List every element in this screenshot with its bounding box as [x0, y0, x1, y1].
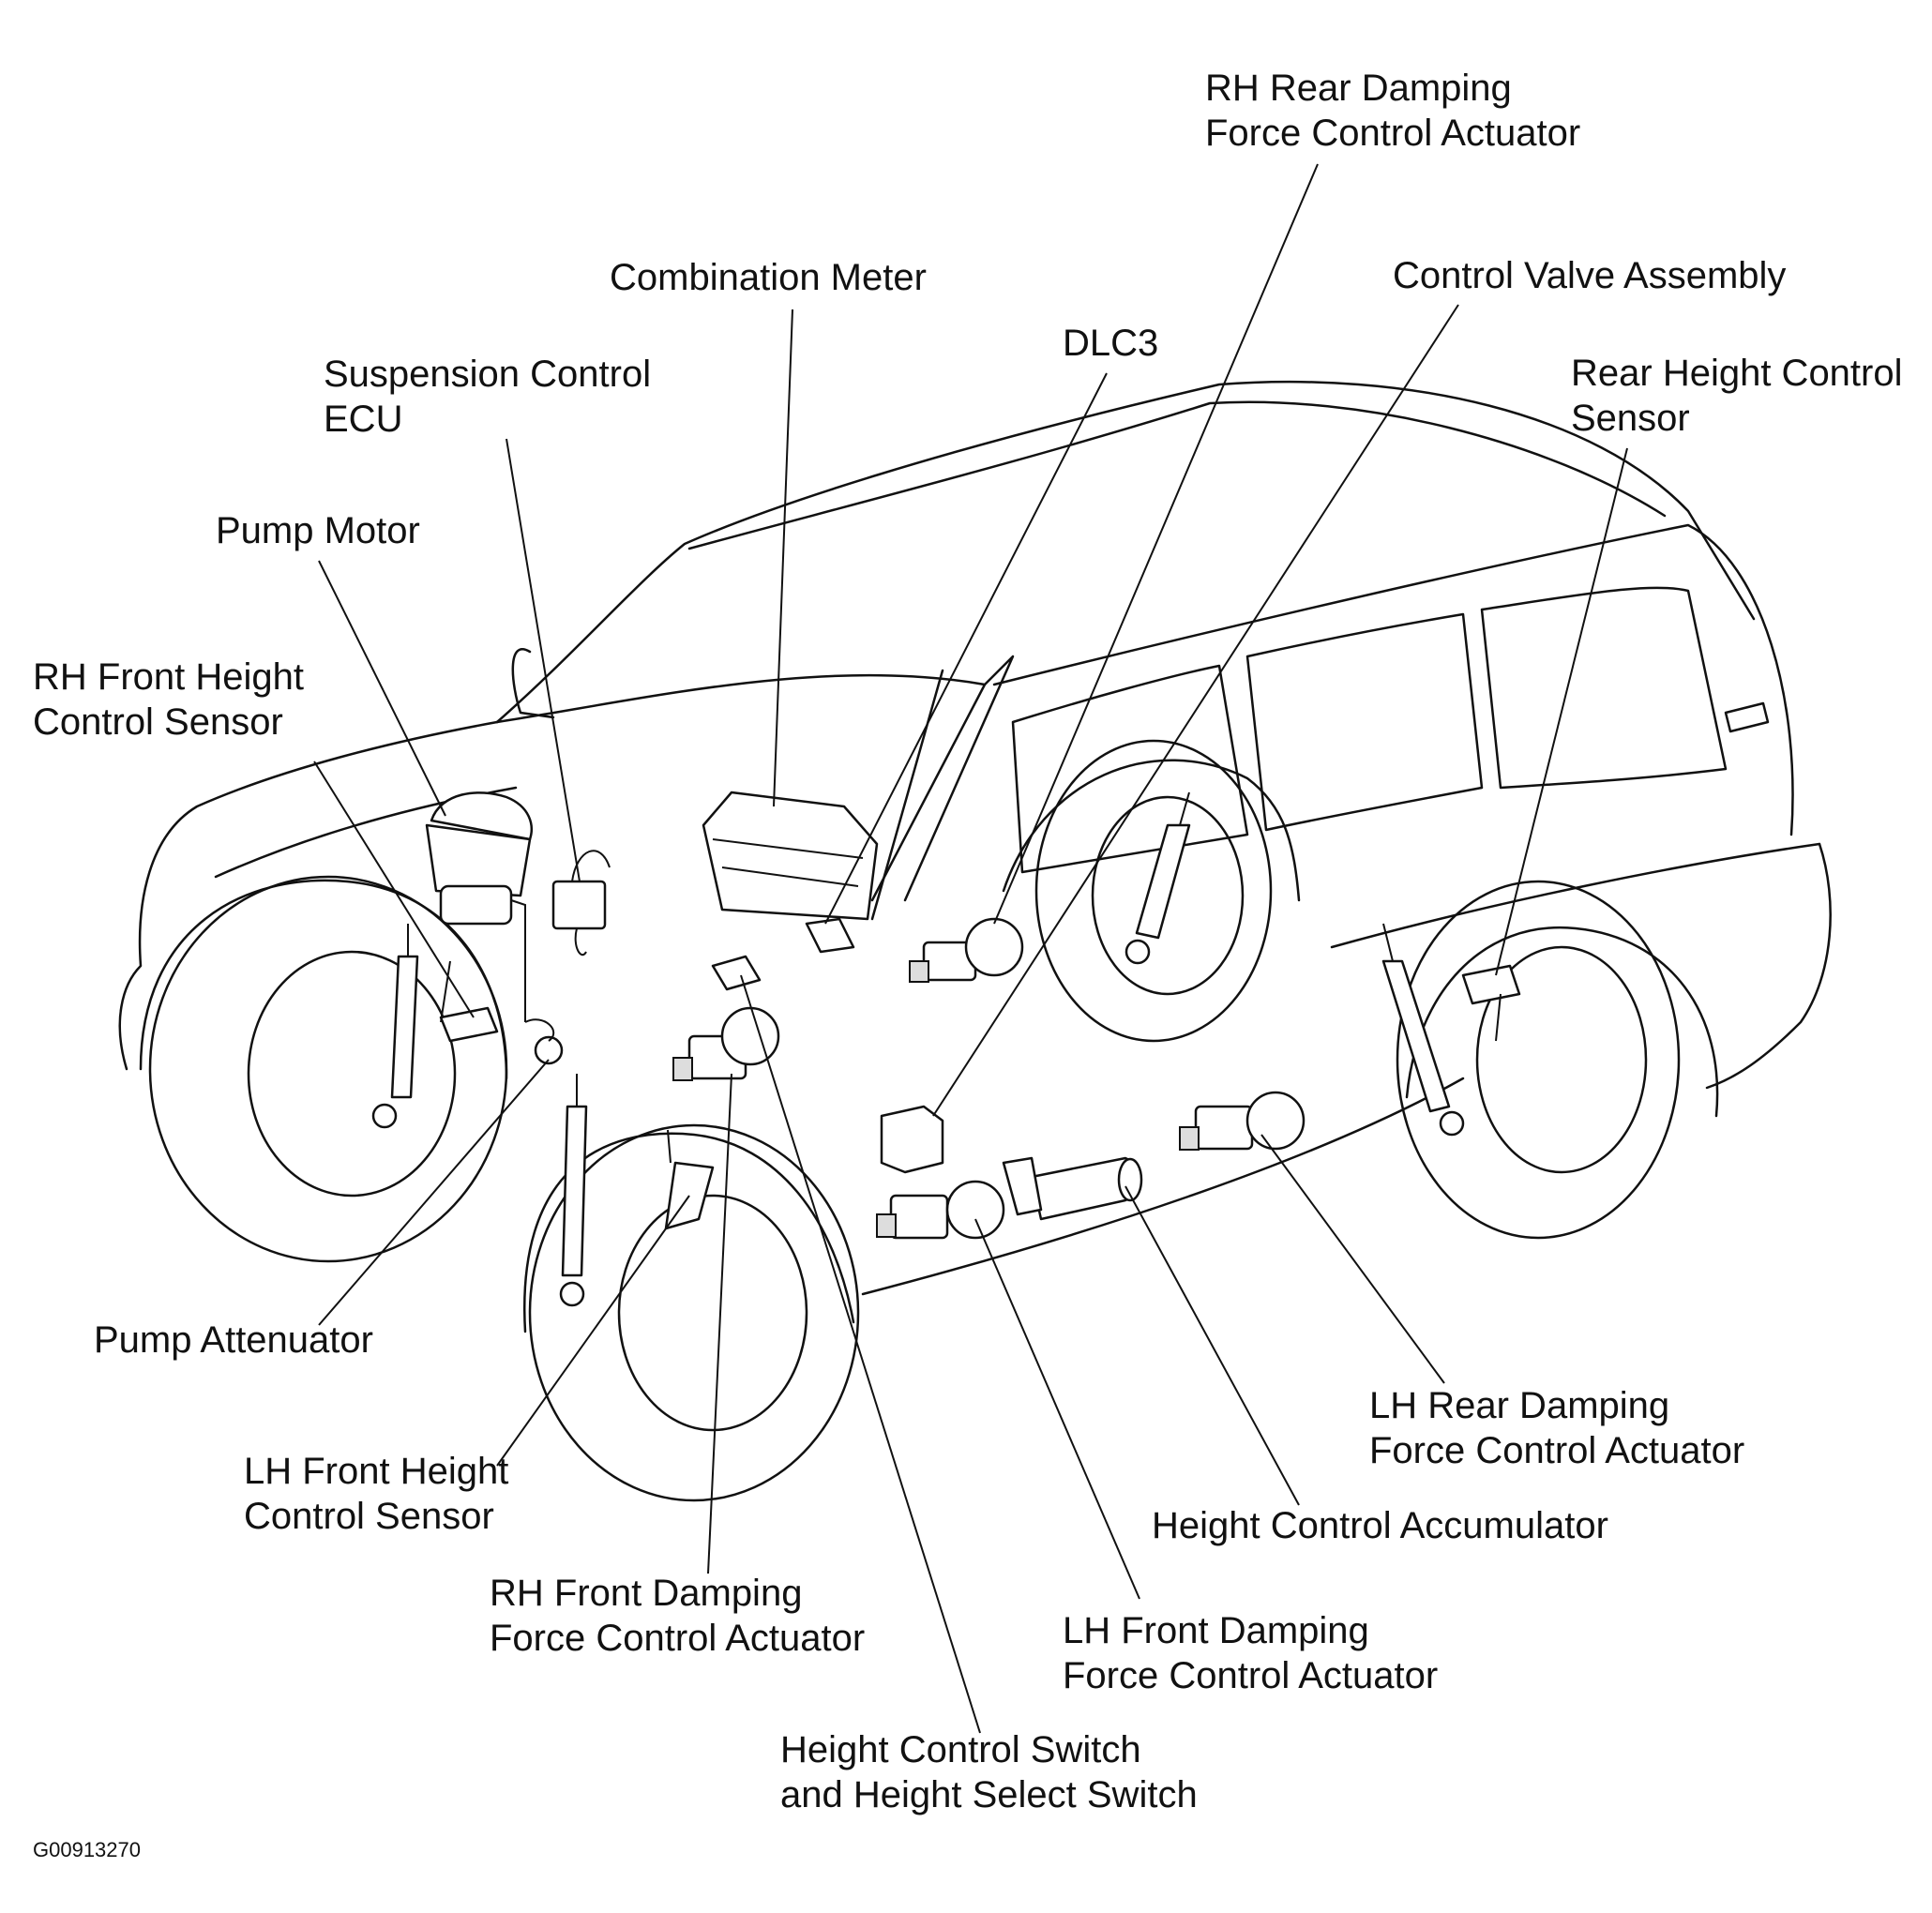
components [371, 791, 1521, 1307]
beltline [992, 523, 1794, 836]
label-suspension-ecu: Suspension Control ECU [324, 354, 652, 440]
leader-pump-motor [318, 560, 446, 817]
side-sill [861, 842, 1821, 1296]
rear-left-tire [1396, 880, 1681, 1240]
a-pillar [870, 655, 1015, 921]
lh-rear-actuator-part [1179, 1091, 1306, 1151]
front-left-tire [528, 1123, 860, 1502]
pump-motor-part [425, 791, 533, 1022]
leader-height-accumulator [1124, 1185, 1300, 1506]
quarter-window [1480, 586, 1728, 790]
height-switch-part [711, 955, 762, 991]
leader-dlc3 [824, 372, 1108, 925]
side-mirror [511, 648, 555, 719]
rear-right-rim [1091, 795, 1245, 996]
height-accumulator-part [1002, 1156, 1143, 1221]
label-rh-front-height: RH Front Height Control Sensor [33, 656, 304, 743]
leader-lh-rear-damping [1260, 1134, 1445, 1384]
label-rear-height-sensor: Rear Height Control Sensor [1571, 353, 1903, 439]
rear-left-rim [1475, 945, 1648, 1174]
hood-outline [118, 720, 499, 1071]
label-rh-rear-damping: RH Rear Damping Force Control Actuator [1205, 68, 1581, 154]
rear-door-window [1245, 612, 1484, 832]
label-pump-motor: Pump Motor [216, 510, 420, 551]
leader-lh-front-damping [974, 1218, 1140, 1600]
label-control-valve: Control Valve Assembly [1393, 255, 1787, 296]
dlc3-part [805, 917, 855, 954]
front-left-rim [617, 1194, 808, 1432]
suspension-ecu-part [551, 850, 611, 956]
label-lh-front-damping: LH Front Damping Force Control Actuator [1063, 1610, 1439, 1696]
front-right-tire [148, 875, 508, 1263]
leader-rh-front-height [313, 761, 475, 1018]
combination-meter-part [702, 791, 879, 921]
label-lh-rear-damping: LH Rear Damping Force Control Actuator [1369, 1385, 1745, 1471]
leader-lh-front-height [496, 1195, 690, 1467]
rear-wheel-arch-left [1405, 926, 1719, 1118]
rear-right-tire [1034, 739, 1273, 1043]
leader-height-switch [740, 974, 981, 1734]
leader-control-valve [932, 304, 1459, 1117]
shock-absorbers [371, 791, 1465, 1307]
leader-lines [313, 163, 1628, 1734]
roof-outline [495, 380, 1756, 724]
label-rh-front-damping: RH Front Damping Force Control Actuator [490, 1573, 866, 1659]
rh-rear-actuator-part [909, 917, 1024, 983]
windshield [495, 673, 987, 902]
rear-bumper [1705, 842, 1832, 1090]
lh-front-actuator-part [876, 1180, 1005, 1240]
roof-rack [687, 400, 1667, 550]
label-height-accumulator: Height Control Accumulator [1152, 1505, 1608, 1546]
pump-attenuator-part [524, 1018, 564, 1065]
label-dlc3: DLC3 [1063, 323, 1159, 364]
label-pump-attenuator: Pump Attenuator [94, 1319, 373, 1361]
side-marker [1724, 701, 1770, 733]
height-sensor-parts [439, 960, 1521, 1230]
label-lh-front-height: LH Front Height Control Sensor [244, 1451, 509, 1537]
leader-rear-height-sensor [1495, 447, 1628, 976]
figure-id: G00913270 [33, 1838, 141, 1861]
label-height-switch: Height Control Switch and Height Select … [780, 1729, 1198, 1815]
front-right-rim [247, 950, 457, 1198]
leader-combination-meter [773, 309, 793, 807]
label-combination-meter: Combination Meter [610, 257, 927, 298]
front-door-window [1011, 664, 1249, 874]
leader-rh-rear-damping [993, 163, 1319, 925]
leader-rh-front-damping [707, 1073, 732, 1574]
front-wheel-arch-left [522, 1132, 855, 1333]
leader-suspension-ecu [506, 438, 581, 882]
control-valve-part [880, 1105, 944, 1174]
leader-pump-attenuator [318, 1059, 550, 1326]
rear-wheel-arch-right [1002, 759, 1301, 902]
